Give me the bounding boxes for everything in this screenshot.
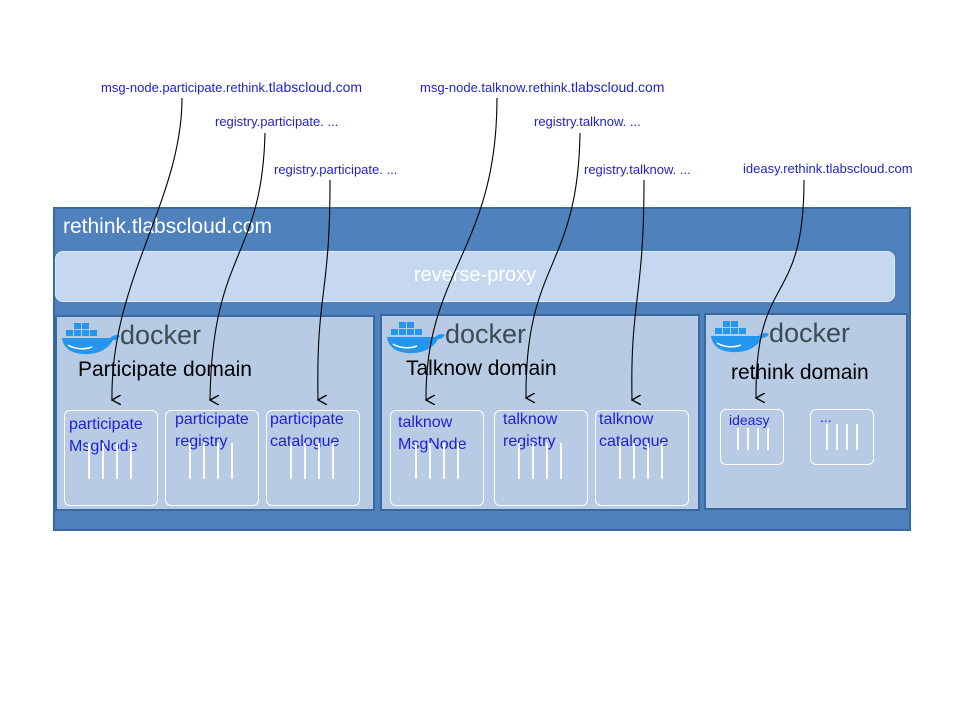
service-ideasy: [720, 409, 784, 465]
url-label-participate-msgnode: msg-node.participate.rethink.tlabscloud.…: [101, 79, 362, 95]
service-participate-msgnode: [64, 410, 158, 506]
docker-logo: docker: [387, 319, 526, 354]
service-label: participate registry: [175, 409, 249, 453]
service-label-line1: participate: [69, 416, 143, 433]
service-label-line2: catalogue: [599, 433, 669, 450]
service-label-line1: participate: [270, 411, 344, 428]
docker-wordmark: docker: [769, 318, 850, 348]
service-participate-catalogue: [266, 410, 360, 506]
server-title: rethink.tlabscloud.com: [63, 215, 272, 238]
service-label-line1: talknow: [599, 411, 654, 428]
service-talknow-catalogue: [595, 410, 689, 506]
service-label-line1: ...: [820, 409, 832, 425]
domain-title: Participate domain: [78, 358, 252, 381]
service-label-line1: participate: [175, 411, 249, 428]
docker-wordmark: docker: [445, 319, 526, 349]
url-prefix: msg-node.talknow.rethink.: [420, 80, 572, 95]
url-suffix: tlabscloud.com: [268, 79, 363, 95]
service-label-line2: registry: [175, 433, 228, 450]
service-label: participate catalogue: [270, 409, 344, 453]
service-label-line2: registry: [503, 433, 556, 450]
domain-title: Talknow domain: [406, 357, 557, 380]
service-label: participateMsgNode: [69, 414, 143, 458]
service-label-line2: catalogue: [270, 433, 340, 450]
docker-logo: docker: [62, 320, 201, 355]
url-prefix: msg-node.participate.rethink.: [101, 80, 269, 95]
url-suffix: tlabscloud.com: [571, 79, 665, 95]
url-label-talknow-registry: registry.talknow. ...: [534, 114, 641, 129]
service-label-line1: ideasy: [729, 412, 770, 428]
service-label: talknow catalogue: [599, 409, 668, 453]
service-label: ideasy: [729, 409, 769, 431]
service-label: talknow registry: [503, 409, 557, 453]
service-participate-registry: [165, 410, 259, 506]
service-label-line2: MsgNode: [69, 436, 143, 458]
docker-logo: docker: [711, 318, 850, 353]
docker-whale-icon: [387, 322, 445, 354]
docker-wordmark: docker: [120, 320, 201, 350]
url-label-talknow-catalogue: registry.talknow. ...: [584, 162, 691, 177]
service-label-line1: talknow: [503, 411, 558, 428]
docker-whale-icon: [711, 321, 769, 353]
url-label-talknow-msgnode: msg-node.talknow.rethink.tlabscloud.com: [420, 79, 664, 95]
url-label-participate-registry: registry.participate. ...: [215, 114, 339, 129]
service-talknow-registry: [494, 410, 588, 506]
url-label-ideasy: ideasy.rethink.tlabscloud.com: [743, 161, 913, 176]
url-label-participate-catalogue: registry.participate. ...: [274, 162, 398, 177]
domain-title: rethink domain: [731, 361, 869, 384]
service-talknow-msgnode: [390, 410, 484, 506]
service-more: [810, 409, 874, 465]
service-label-line1: talknow: [398, 414, 453, 431]
reverse-proxy-label: reverse-proxy: [413, 264, 537, 286]
docker-whale-icon: [62, 323, 120, 355]
service-label: ...: [820, 406, 832, 428]
